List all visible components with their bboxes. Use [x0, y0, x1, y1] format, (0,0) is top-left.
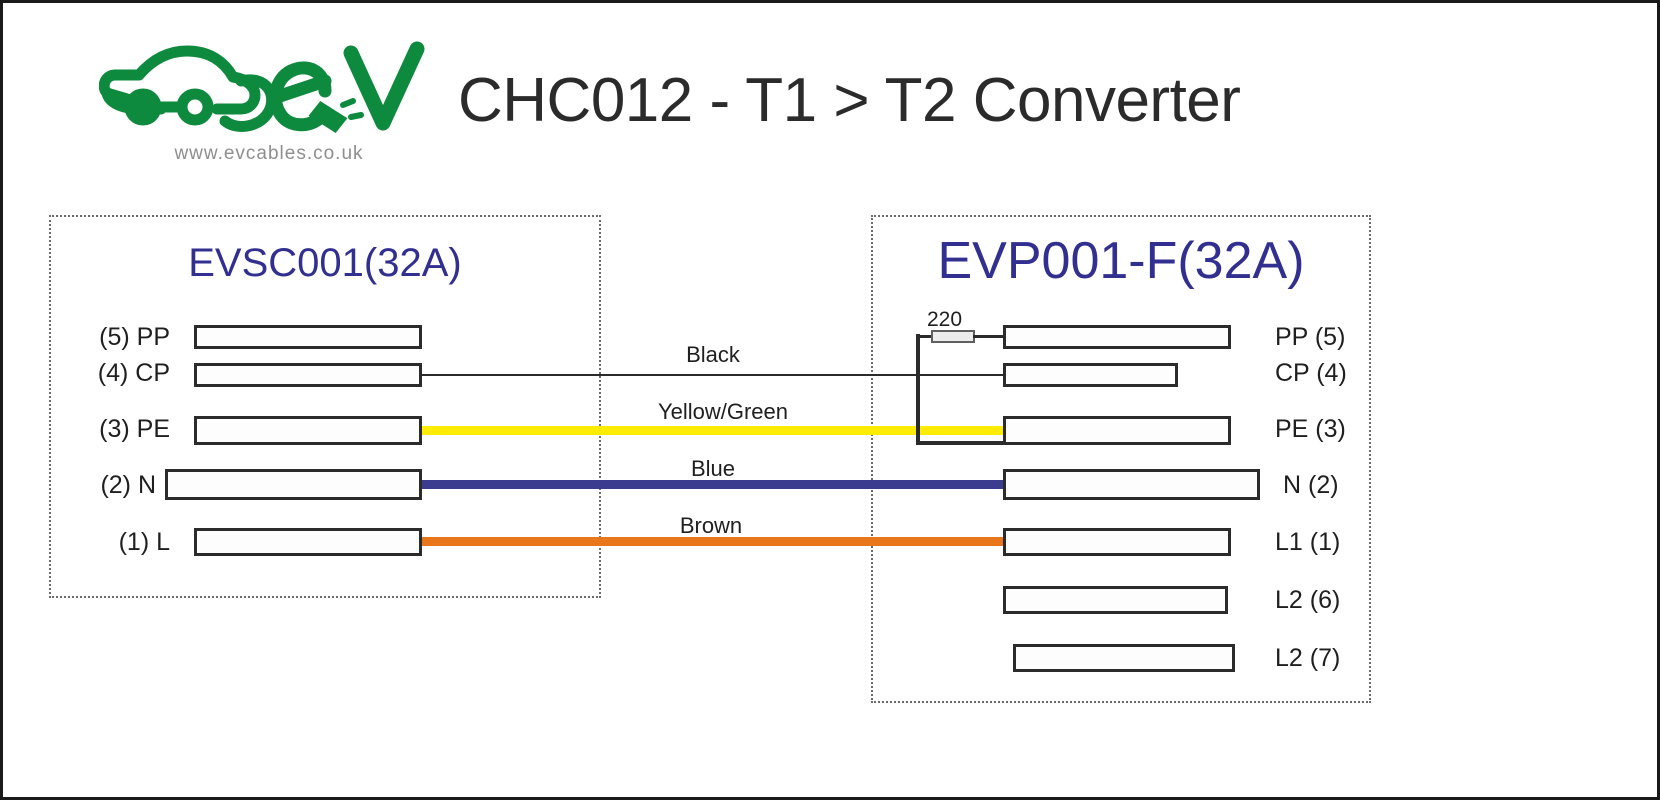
wire-caption-brown: Brown	[679, 513, 743, 538]
ev-cables-logo: www.evcables.co.uk	[99, 31, 439, 171]
panel-left-connector	[49, 215, 601, 598]
wire-blue-n	[422, 480, 1003, 489]
wire-brown-l	[422, 537, 1003, 546]
resistor-lead-right	[973, 335, 1005, 338]
terminal-right-n[interactable]	[1003, 469, 1260, 500]
resistor-220-ohm-label: 220	[927, 308, 963, 331]
resistor-lead-left	[918, 335, 934, 338]
pin-label-right-pp: PP (5)	[1275, 323, 1346, 351]
pin-label-left-pe: (3) PE	[99, 415, 170, 443]
terminal-right-pe[interactable]	[1003, 416, 1231, 445]
pin-label-left-n: (2) N	[100, 471, 156, 499]
wire-black-cp	[422, 374, 1003, 376]
terminal-left-pp[interactable]	[194, 325, 422, 349]
page-title: CHC012 - T1 > T2 Converter	[458, 66, 1241, 135]
pin-label-right-l2-6: L2 (6)	[1275, 586, 1341, 614]
pin-label-right-pe: PE (3)	[1275, 415, 1346, 443]
pin-label-right-l2-7: L2 (7)	[1275, 644, 1341, 672]
wire-caption-yellow-green: Yellow/Green	[657, 399, 789, 424]
pin-label-left-pp: (5) PP	[99, 323, 170, 351]
pin-label-right-cp: CP (4)	[1275, 359, 1347, 387]
logo-url-text: www.evcables.co.uk	[174, 143, 364, 164]
pin-label-left-cp: (4) CP	[97, 359, 170, 387]
terminal-right-pp[interactable]	[1003, 325, 1231, 349]
pin-label-left-l: (1) L	[118, 528, 170, 556]
wire-caption-blue: Blue	[690, 456, 736, 481]
terminal-right-l2-7[interactable]	[1013, 644, 1235, 672]
wire-caption-black: Black	[686, 342, 740, 367]
panel-right-connector	[871, 215, 1371, 703]
terminal-right-l2-6[interactable]	[1003, 586, 1228, 614]
pin-label-right-n: N (2)	[1283, 471, 1339, 499]
panel-right-title: EVP001-F(32A)	[937, 232, 1305, 290]
terminal-right-l1[interactable]	[1003, 528, 1231, 556]
terminal-left-cp[interactable]	[194, 363, 422, 387]
resistor-node-to-pe	[916, 441, 1006, 445]
terminal-left-n[interactable]	[165, 469, 422, 500]
panel-left-title: EVSC001(32A)	[188, 241, 462, 285]
pin-label-right-l1: L1 (1)	[1275, 528, 1341, 556]
terminal-right-cp[interactable]	[1003, 363, 1178, 387]
terminal-left-l[interactable]	[194, 528, 422, 556]
terminal-left-pe[interactable]	[194, 416, 422, 445]
wire-yellow-green-pe	[422, 426, 1003, 435]
resistor-node-vertical	[916, 334, 920, 444]
logo-graphic	[99, 41, 425, 133]
